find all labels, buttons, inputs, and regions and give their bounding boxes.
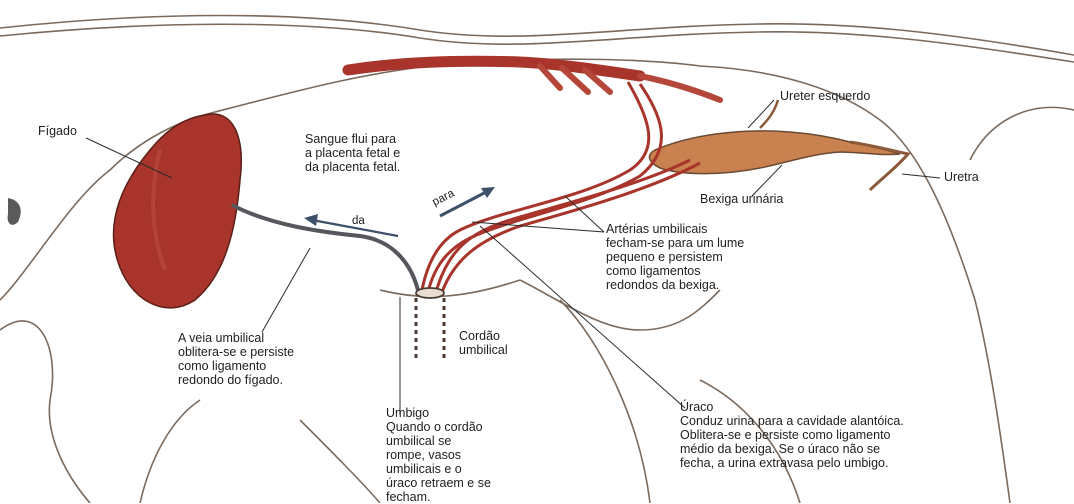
label-umbilicus: Umbigo Quando o cordão umbilical se romp… (386, 406, 491, 504)
label-umbilical-cord: Cordão umbilical (459, 329, 508, 357)
arrow-label-da: da (352, 214, 365, 228)
label-urachus: Úraco Conduz urina para a cavidade alant… (680, 400, 904, 470)
aorta (348, 61, 640, 76)
label-urinary-bladder: Bexiga urinária (700, 192, 783, 206)
umbilical-vein (232, 205, 418, 290)
liver (114, 114, 242, 308)
label-liver: Fígado (38, 124, 77, 138)
urinary-bladder (649, 131, 900, 174)
left-ureter (760, 100, 778, 128)
edge-mark (8, 198, 21, 225)
label-left-ureter: Ureter esquerdo (780, 89, 870, 103)
label-umbilical-arteries: Artérias umbilicais fecham-se para um lu… (606, 222, 744, 292)
umbilical-cord (416, 288, 444, 362)
label-blood-flow: Sangue flui para a placenta fetal e da p… (305, 132, 400, 174)
label-umbilical-vein: A veia umbilical oblitera-se e persiste … (178, 331, 294, 387)
label-urethra: Uretra (944, 170, 979, 184)
